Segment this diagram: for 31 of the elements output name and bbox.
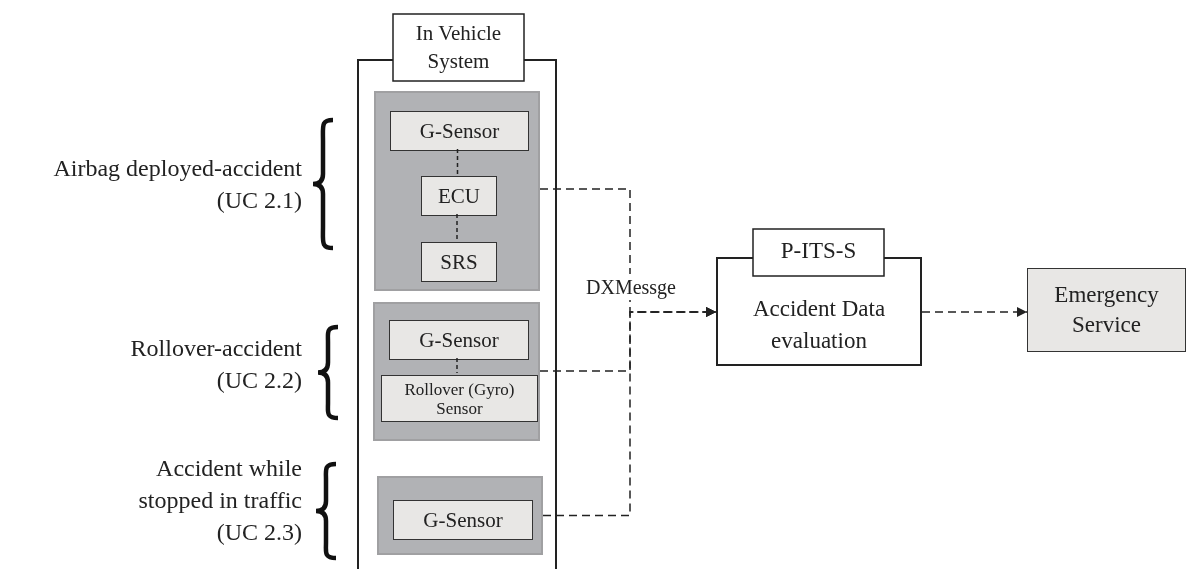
component-box	[389, 320, 529, 360]
component-box	[1027, 268, 1186, 352]
arrow	[921, 307, 1028, 317]
component-label: G-Sensor	[423, 507, 503, 534]
arrow	[542, 307, 717, 517]
component-label: G-Sensor	[419, 118, 500, 145]
system-description: Accident Data evaluation	[751, 295, 887, 355]
system-box	[716, 228, 922, 366]
use-case-label: Rollover-accident (UC 2.2)	[129, 334, 302, 395]
component-label: Rollover (Gyro) Sensor	[403, 379, 516, 418]
use-case-label: Accident while stopped in traffic (UC 2.3)	[137, 454, 302, 547]
component-label: ECU	[438, 183, 480, 210]
group-panel	[374, 91, 540, 291]
component-label: G-Sensor	[419, 327, 499, 354]
component-box	[421, 242, 497, 282]
system-title: P-ITS-S	[779, 237, 858, 265]
connector-line	[456, 148, 459, 175]
system-title: In Vehicle System	[414, 20, 503, 75]
group-panel	[373, 302, 540, 441]
system-box	[357, 13, 557, 569]
component-box	[381, 375, 538, 422]
use-case-label: Airbag deployed-accident (UC 2.1)	[52, 154, 302, 215]
group-panel	[377, 476, 543, 555]
component-label: Emergency Service	[1053, 281, 1160, 339]
component-box	[393, 500, 533, 540]
connector-line	[456, 357, 458, 374]
edge-label: DXMessge	[585, 274, 677, 300]
component-box	[421, 176, 497, 216]
connector-line	[456, 213, 458, 241]
component-label: SRS	[440, 249, 478, 276]
component-box	[390, 111, 529, 151]
